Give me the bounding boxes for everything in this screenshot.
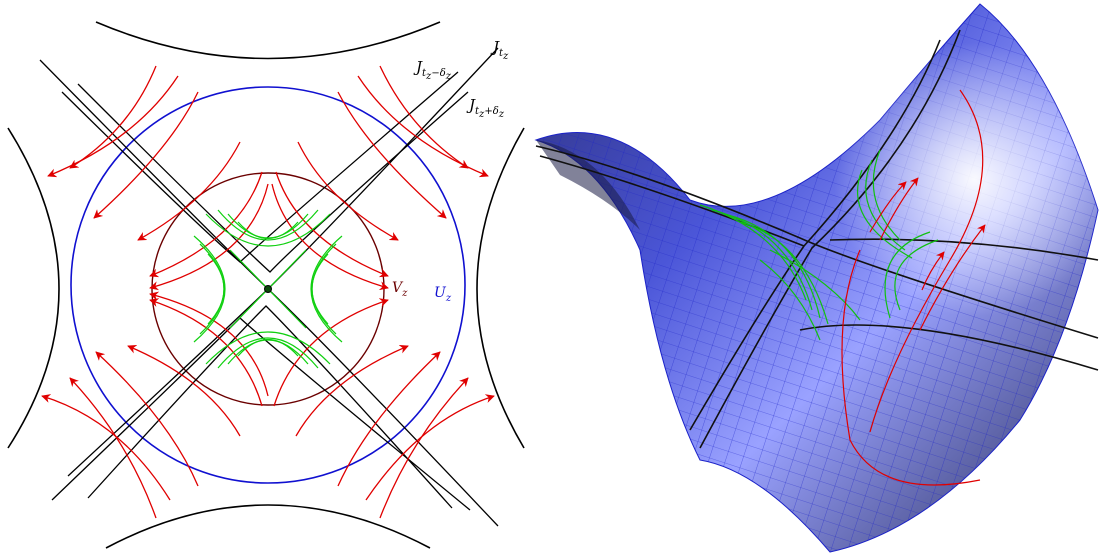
flow-arrows (41, 65, 495, 519)
green-saddle-contours (193, 209, 343, 369)
label-j-tz-minus-dz: Jtz−δz (413, 58, 452, 82)
label-j-tz: Jtz (490, 38, 509, 62)
surface-red-curves (841, 89, 986, 486)
label-j-tz-plus-dz: Jtz+δz (466, 96, 505, 120)
surface-level-curves (535, 29, 1099, 449)
saddle-surface-3d (534, 3, 1099, 553)
saddle-point (264, 285, 272, 293)
label-u-z: Uz (434, 285, 452, 304)
label-v-z: Vz (392, 280, 408, 299)
u-z-circle (70, 86, 466, 484)
left-diagram: Jtz Jtz−δz Jtz+δz Vz Uz (7, 21, 525, 549)
surface-green-contours (699, 149, 939, 341)
outer-hyperbola-curves (7, 21, 525, 549)
